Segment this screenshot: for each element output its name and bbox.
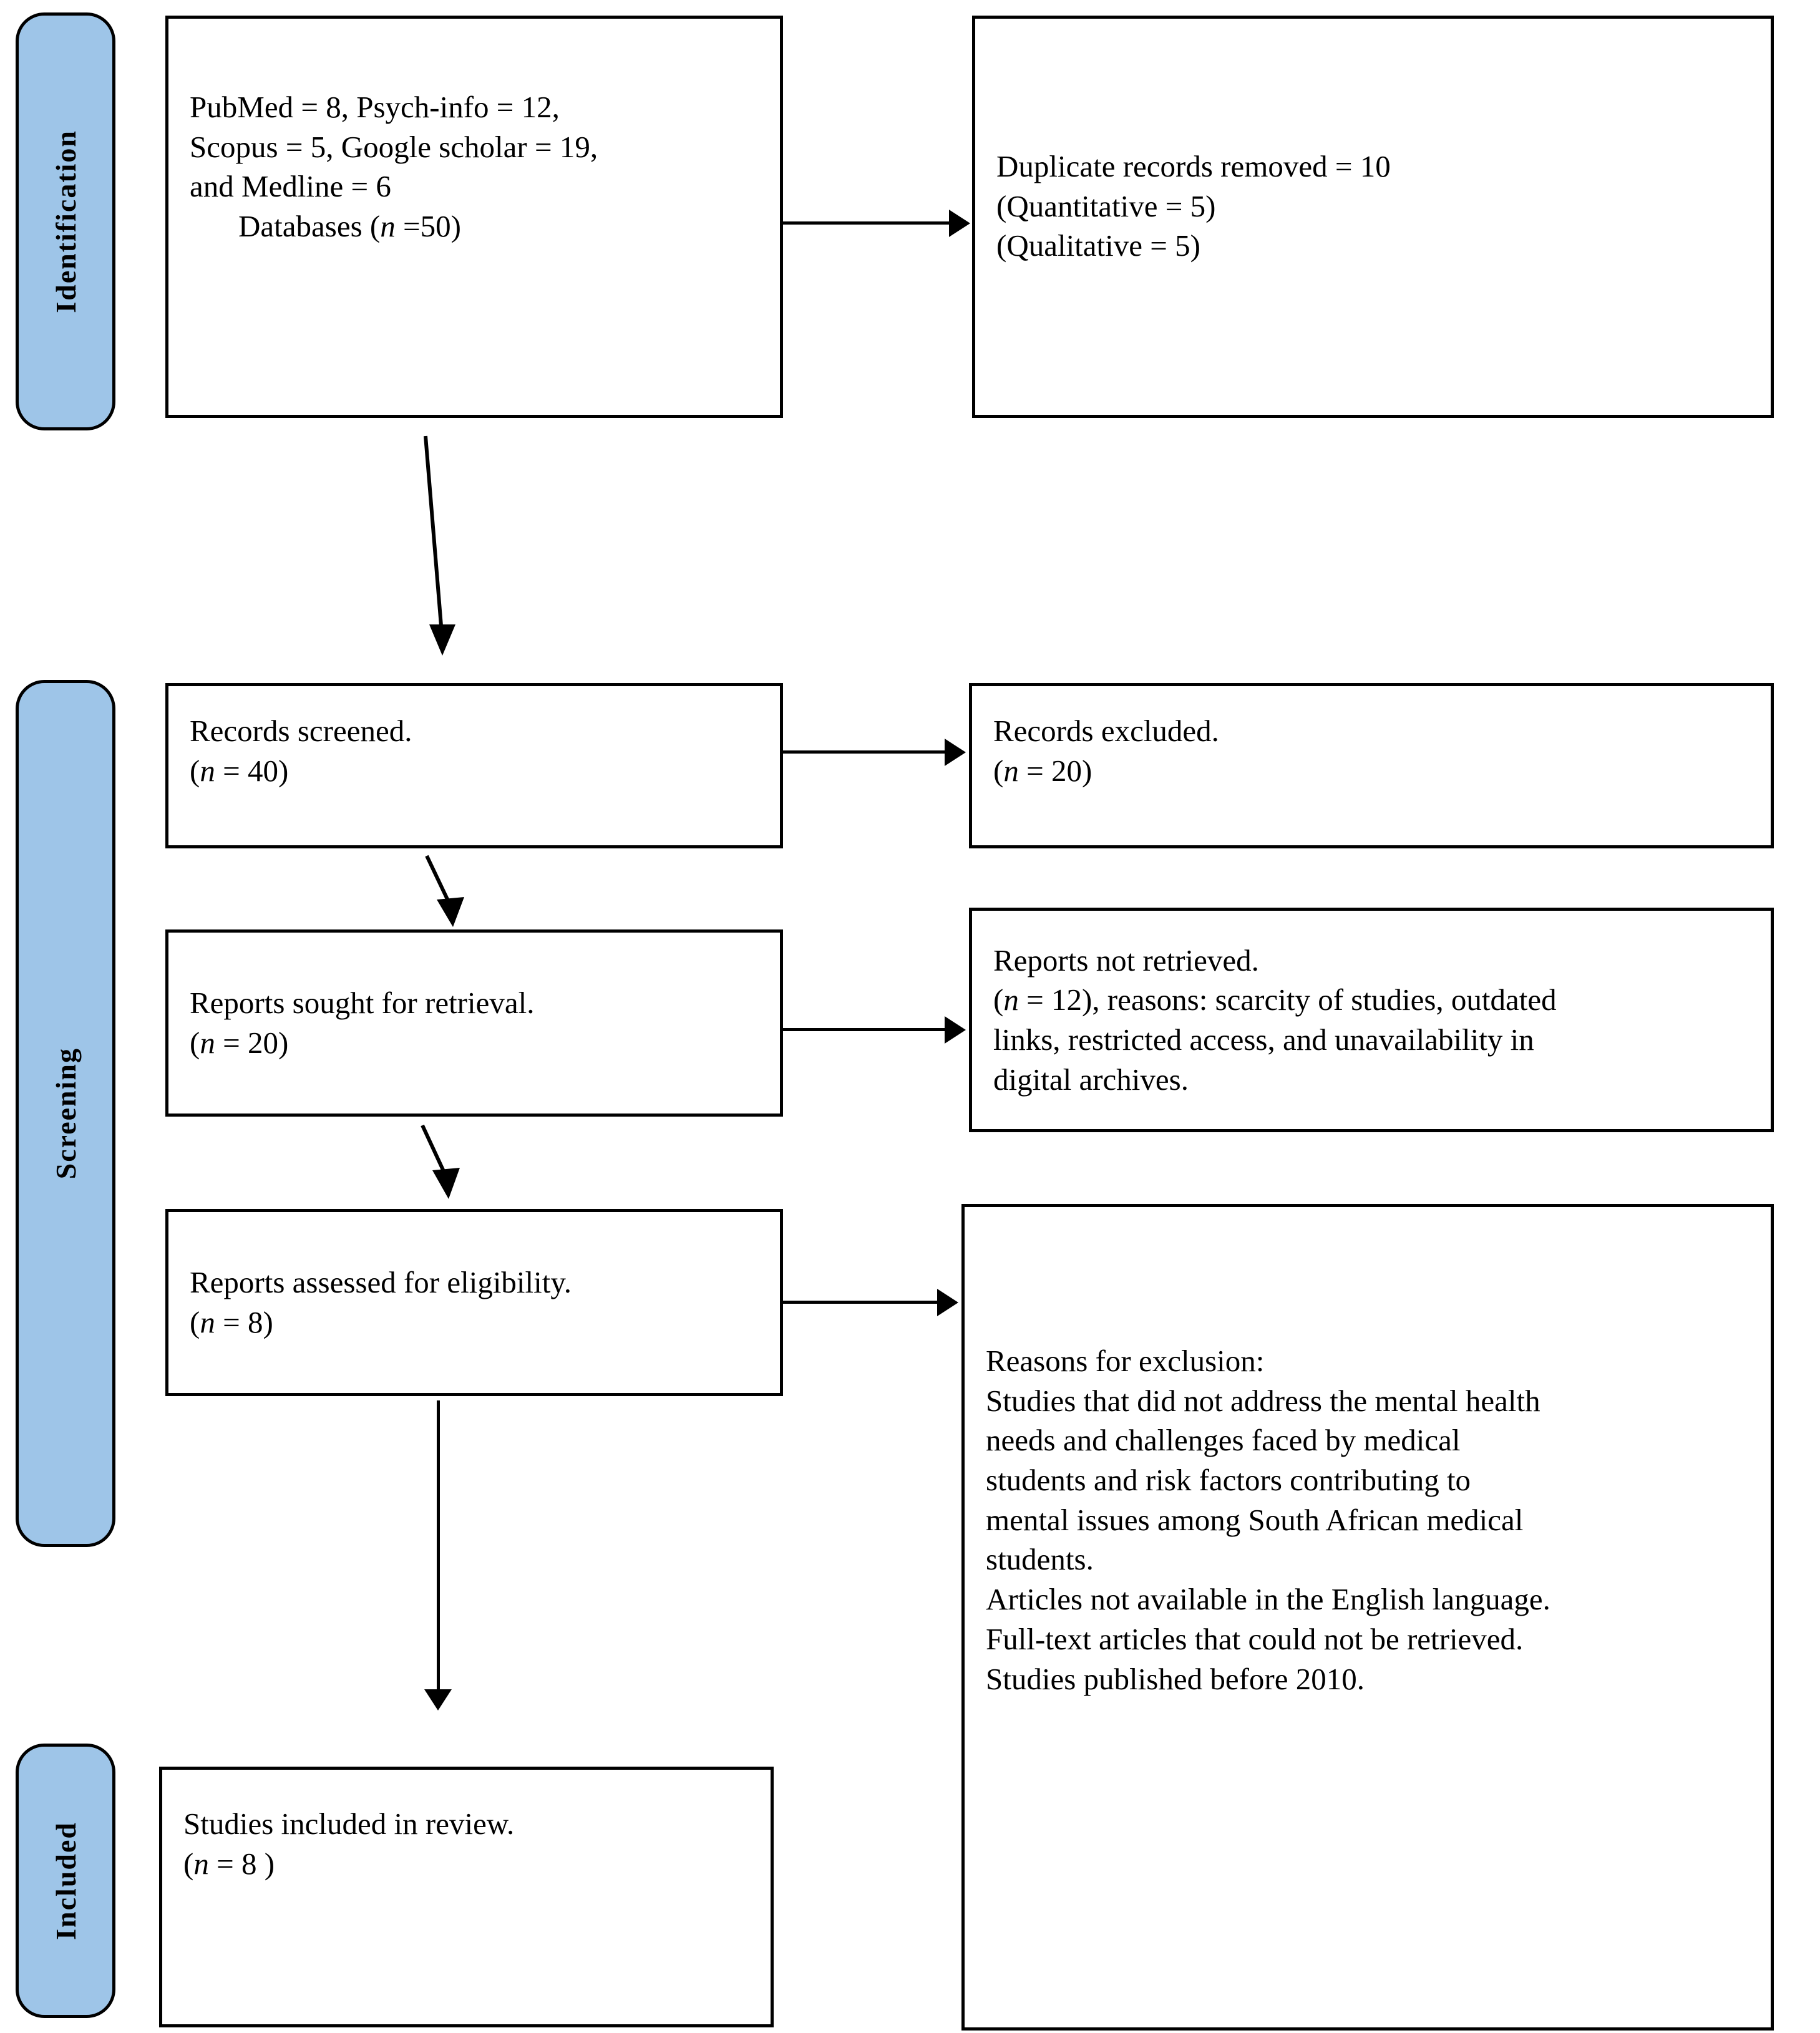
- node-reasons-for-exclusion: Reasons for exclusion: Studies that did …: [961, 1204, 1774, 2031]
- studies-included-line1: Studies included in review.: [183, 1807, 515, 1841]
- reports-not-retrieved-line1: Reports not retrieved.: [993, 943, 1259, 978]
- records-excluded-n-italic: n: [1003, 753, 1019, 788]
- records-identified-line4: Databases (n =50): [190, 206, 759, 246]
- not-retrieved-reasons-a: = 12), reasons: scarcity of studies, out…: [1018, 983, 1557, 1017]
- databases-n-italic: n: [380, 209, 396, 244]
- node-reports-assessed: Reports assessed for eligibility. (n = 8…: [165, 1209, 783, 1396]
- reports-sought-n-italic: n: [200, 1026, 215, 1060]
- records-identified-line2: Scopus = 5, Google scholar = 19,: [190, 129, 598, 164]
- records-excluded-line1: Records excluded.: [993, 714, 1219, 748]
- records-screened-line1: Records screened.: [190, 714, 412, 748]
- reason-2: Articles not available in the English la…: [986, 1582, 1550, 1617]
- studies-included-n-italic: n: [193, 1846, 209, 1881]
- not-retrieved-n-italic: n: [1003, 983, 1019, 1017]
- databases-label: Databases (: [238, 209, 381, 244]
- records-screened-count: (n = 40): [190, 751, 759, 791]
- records-identified-line3: and Medline = 6: [190, 169, 391, 204]
- phase-label-screening: Screening: [49, 1047, 82, 1180]
- records-excluded-count: (n = 20): [993, 751, 1749, 791]
- reports-assessed-n-value: = 8): [215, 1305, 273, 1339]
- connector-assessed-to-included: [437, 1400, 440, 1694]
- connector-sought-to-not-retrieved: [782, 1028, 947, 1031]
- reports-sought-n-value: = 20): [215, 1026, 289, 1060]
- node-records-excluded: Records excluded. (n = 20): [969, 683, 1774, 848]
- reports-sought-paren: (: [190, 1026, 200, 1060]
- studies-included-n-value: = 8 ): [208, 1846, 275, 1881]
- arrowhead-assessed-to-included: [424, 1689, 452, 1710]
- arrowhead-identified-to-duplicates: [949, 210, 970, 237]
- duplicates-removed-line2: (Quantitative = 5): [996, 188, 1216, 223]
- connector-identified-to-duplicates: [782, 221, 951, 225]
- reports-sought-line1: Reports sought for retrieval.: [190, 986, 535, 1021]
- studies-included-count: (n = 8 ): [183, 1844, 749, 1884]
- reason-3: Full-text articles that could not be ret…: [986, 1621, 1524, 1656]
- reports-assessed-paren: (: [190, 1305, 200, 1339]
- records-screened-n-italic: n: [200, 753, 215, 788]
- reports-not-retrieved-line3: links, restricted access, and unavailabi…: [993, 1022, 1534, 1057]
- connector-sought-to-assessed: [421, 1124, 460, 1199]
- records-identified-line1: PubMed = 8, Psych-info = 12,: [190, 90, 560, 124]
- reports-assessed-line1: Reports assessed for eligibility.: [190, 1265, 572, 1300]
- node-studies-included: Studies included in review. (n = 8 ): [159, 1767, 774, 2027]
- reports-sought-count: (n = 20): [190, 1023, 759, 1063]
- reports-assessed-n-italic: n: [200, 1305, 215, 1339]
- studies-included-paren: (: [183, 1846, 194, 1881]
- reason-1-line-3: students and risk factors contributing t…: [986, 1463, 1471, 1498]
- connector-screened-to-sought: [425, 855, 464, 927]
- reports-not-retrieved-line4: digital archives.: [993, 1062, 1189, 1097]
- reason-4: Studies published before 2010.: [986, 1661, 1365, 1696]
- reasons-heading: Reasons for exclusion:: [986, 1344, 1265, 1378]
- phase-bar-screening: Screening: [16, 680, 115, 1547]
- reason-1-line-2: needs and challenges faced by medical: [986, 1423, 1461, 1458]
- phase-bar-included: Included: [16, 1744, 115, 2018]
- not-retrieved-paren: (: [993, 983, 1004, 1017]
- connector-screened-to-excluded: [782, 750, 947, 754]
- databases-n-value: =50): [395, 209, 461, 244]
- node-records-identified: PubMed = 8, Psych-info = 12, Scopus = 5,…: [165, 16, 783, 418]
- connector-identified-to-screened: [424, 435, 455, 656]
- reports-not-retrieved-line2: (n = 12), reasons: scarcity of studies, …: [993, 980, 1749, 1020]
- arrowhead-screened-to-excluded: [945, 739, 966, 766]
- records-screened-paren: (: [190, 753, 200, 788]
- node-records-screened: Records screened. (n = 40): [165, 683, 783, 848]
- records-screened-n-value: = 40): [215, 753, 289, 788]
- records-excluded-paren: (: [993, 753, 1004, 788]
- arrowhead-assessed-to-reasons: [937, 1289, 958, 1316]
- node-reports-sought: Reports sought for retrieval. (n = 20): [165, 929, 783, 1117]
- phase-label-identification: Identification: [49, 130, 82, 313]
- phase-bar-identification: Identification: [16, 12, 115, 430]
- duplicates-removed-line3: (Qualitative = 5): [996, 228, 1200, 263]
- connector-assessed-to-reasons: [782, 1301, 940, 1304]
- node-duplicates-removed: Duplicate records removed = 10 (Quantita…: [972, 16, 1774, 418]
- records-excluded-n-value: = 20): [1018, 753, 1092, 788]
- reason-1-line-1: Studies that did not address the mental …: [986, 1383, 1540, 1418]
- phase-label-included: Included: [49, 1822, 82, 1940]
- duplicates-removed-line1: Duplicate records removed = 10: [996, 149, 1391, 183]
- reports-assessed-count: (n = 8): [190, 1303, 759, 1342]
- reason-1-line-4: mental issues among South African medica…: [986, 1502, 1524, 1537]
- arrowhead-sought-to-not-retrieved: [945, 1016, 966, 1044]
- reason-1-line-5: students.: [986, 1542, 1094, 1577]
- node-reports-not-retrieved: Reports not retrieved. (n = 12), reasons…: [969, 908, 1774, 1132]
